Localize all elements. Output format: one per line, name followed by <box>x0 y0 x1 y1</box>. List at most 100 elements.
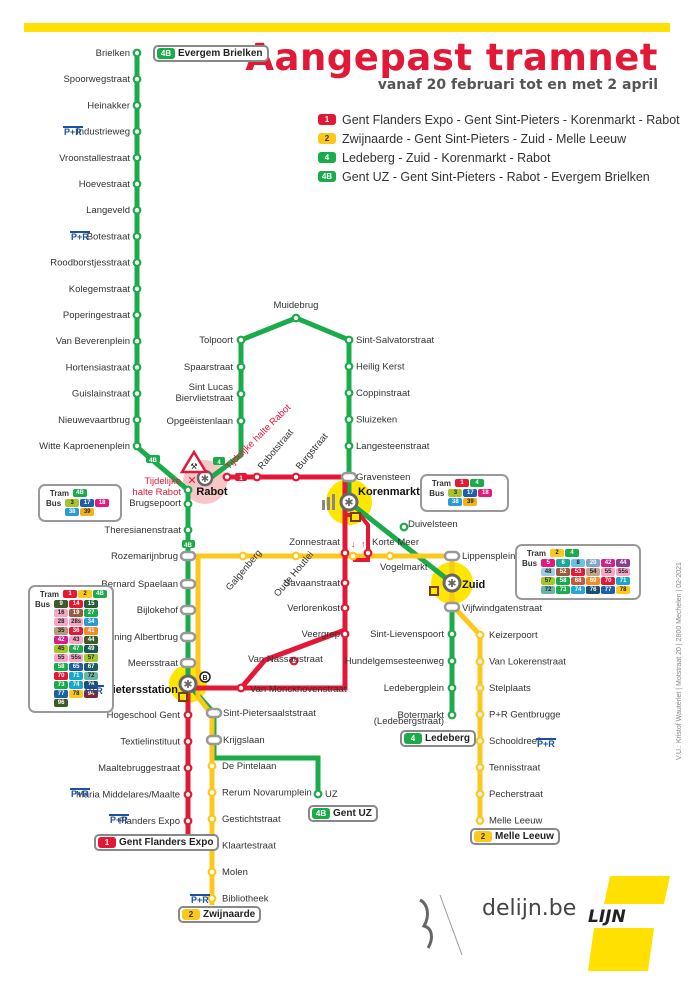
stop-marker[interactable] <box>132 415 142 425</box>
stop-marker[interactable] <box>447 656 457 666</box>
stop-label: Hoevestraat <box>79 179 131 190</box>
stop-marker[interactable] <box>132 258 142 268</box>
stop-marker[interactable] <box>205 707 223 719</box>
website-url[interactable]: delijn.be <box>482 896 577 921</box>
stop-label: Vijfwindgatenstraat <box>462 603 542 614</box>
stop-marker[interactable] <box>289 656 299 666</box>
shopping-icon <box>429 586 439 596</box>
stop-marker[interactable] <box>205 734 223 746</box>
stop-marker[interactable] <box>344 441 354 451</box>
stop-marker[interactable] <box>475 683 485 693</box>
stop-marker[interactable] <box>340 471 358 483</box>
stop-marker[interactable] <box>399 522 409 532</box>
stop-marker[interactable] <box>236 389 246 399</box>
stop-marker[interactable] <box>475 816 485 825</box>
stop-marker[interactable] <box>475 763 485 772</box>
stop-marker[interactable] <box>179 578 197 590</box>
stop-marker[interactable] <box>132 441 142 451</box>
line-chip: 3 <box>65 499 80 507</box>
stop-marker[interactable] <box>132 153 142 163</box>
line-chip: 4 <box>470 479 484 487</box>
stop-marker[interactable] <box>179 604 197 616</box>
stop-label: Vroonstallestraat <box>59 153 130 164</box>
de-lijn-logo: LIJN <box>584 876 670 971</box>
stop-marker[interactable] <box>207 788 217 797</box>
stop-marker[interactable] <box>179 657 197 669</box>
stop-marker[interactable] <box>236 335 246 345</box>
stop-marker[interactable] <box>183 525 193 535</box>
stop-marker[interactable] <box>238 551 248 561</box>
stop-marker[interactable] <box>132 389 142 399</box>
stop-marker[interactable] <box>132 363 142 372</box>
stop-marker[interactable] <box>475 736 485 746</box>
stop-marker[interactable] <box>348 551 358 561</box>
stop-marker[interactable] <box>132 336 142 346</box>
stop-marker[interactable] <box>252 472 262 482</box>
stop-marker[interactable] <box>183 737 193 746</box>
stop-marker[interactable] <box>344 335 354 345</box>
stop-marker[interactable] <box>291 551 301 561</box>
stop-marker[interactable] <box>344 388 354 398</box>
stop-marker[interactable] <box>207 761 217 771</box>
stop-marker[interactable] <box>447 710 457 720</box>
stop-marker[interactable] <box>236 416 246 426</box>
stop-marker[interactable] <box>179 550 197 562</box>
stop-marker[interactable] <box>207 894 217 903</box>
stop-marker[interactable] <box>443 601 461 613</box>
stop-marker[interactable] <box>447 629 457 639</box>
stop-marker[interactable] <box>132 310 142 320</box>
stop-marker[interactable] <box>340 629 350 639</box>
stop-marker[interactable] <box>222 472 232 482</box>
stop-marker[interactable] <box>236 683 246 693</box>
stop-label: Tennisstraat <box>489 763 541 774</box>
stop-marker[interactable] <box>475 789 485 799</box>
stop-marker[interactable] <box>447 683 457 693</box>
stop-marker[interactable] <box>132 74 142 84</box>
stop-marker[interactable] <box>344 415 354 424</box>
stop-marker[interactable] <box>475 657 485 666</box>
stop-label: Tijdelijke <box>144 476 181 487</box>
stop-marker[interactable] <box>385 551 395 561</box>
stop-marker[interactable] <box>291 472 301 482</box>
stop-marker[interactable] <box>340 548 350 558</box>
line-badge: 2 <box>182 909 200 920</box>
stop-marker[interactable] <box>132 205 142 215</box>
stop-label: Hortensiastraat <box>66 362 131 373</box>
stop-marker[interactable] <box>363 548 373 558</box>
stop-marker[interactable] <box>475 630 485 640</box>
stop-marker[interactable] <box>183 710 193 720</box>
line-chip: 73 <box>54 681 69 689</box>
stop-marker[interactable] <box>475 710 485 719</box>
stop-marker[interactable] <box>132 127 142 137</box>
stop-marker[interactable] <box>179 631 197 643</box>
stop-marker[interactable] <box>443 550 461 562</box>
stop-marker[interactable] <box>340 578 350 588</box>
stop-marker[interactable] <box>183 763 193 773</box>
stop-marker[interactable] <box>236 362 246 372</box>
stop-marker[interactable] <box>132 179 142 189</box>
stop-marker[interactable] <box>207 867 217 877</box>
stop-marker[interactable] <box>183 790 193 799</box>
stop-marker[interactable] <box>132 284 142 294</box>
stop-marker[interactable] <box>132 231 142 241</box>
stop-marker[interactable] <box>183 485 193 495</box>
stop-marker[interactable] <box>344 362 354 371</box>
stop-marker[interactable] <box>132 100 142 110</box>
stop-marker[interactable] <box>340 603 350 613</box>
stop-marker[interactable] <box>313 789 323 799</box>
stop-marker[interactable] <box>183 499 193 509</box>
svg-text:B: B <box>202 675 207 682</box>
stop-label: Rozemarijnbrug <box>111 551 178 562</box>
line-badge: 4B <box>157 48 175 59</box>
stop-marker[interactable] <box>183 816 193 826</box>
legend-label: Gent UZ - Gent Sint-Pieters - Rabot - Ev… <box>342 169 650 184</box>
stop-label: Klaartestraat <box>222 841 276 852</box>
stop-label: Korenmarkt <box>358 486 420 498</box>
stop-label: Van Monckhovenstraat <box>250 684 347 695</box>
stop-marker[interactable] <box>207 814 217 824</box>
stop-marker[interactable] <box>291 313 301 323</box>
stop-marker[interactable] <box>132 48 142 58</box>
